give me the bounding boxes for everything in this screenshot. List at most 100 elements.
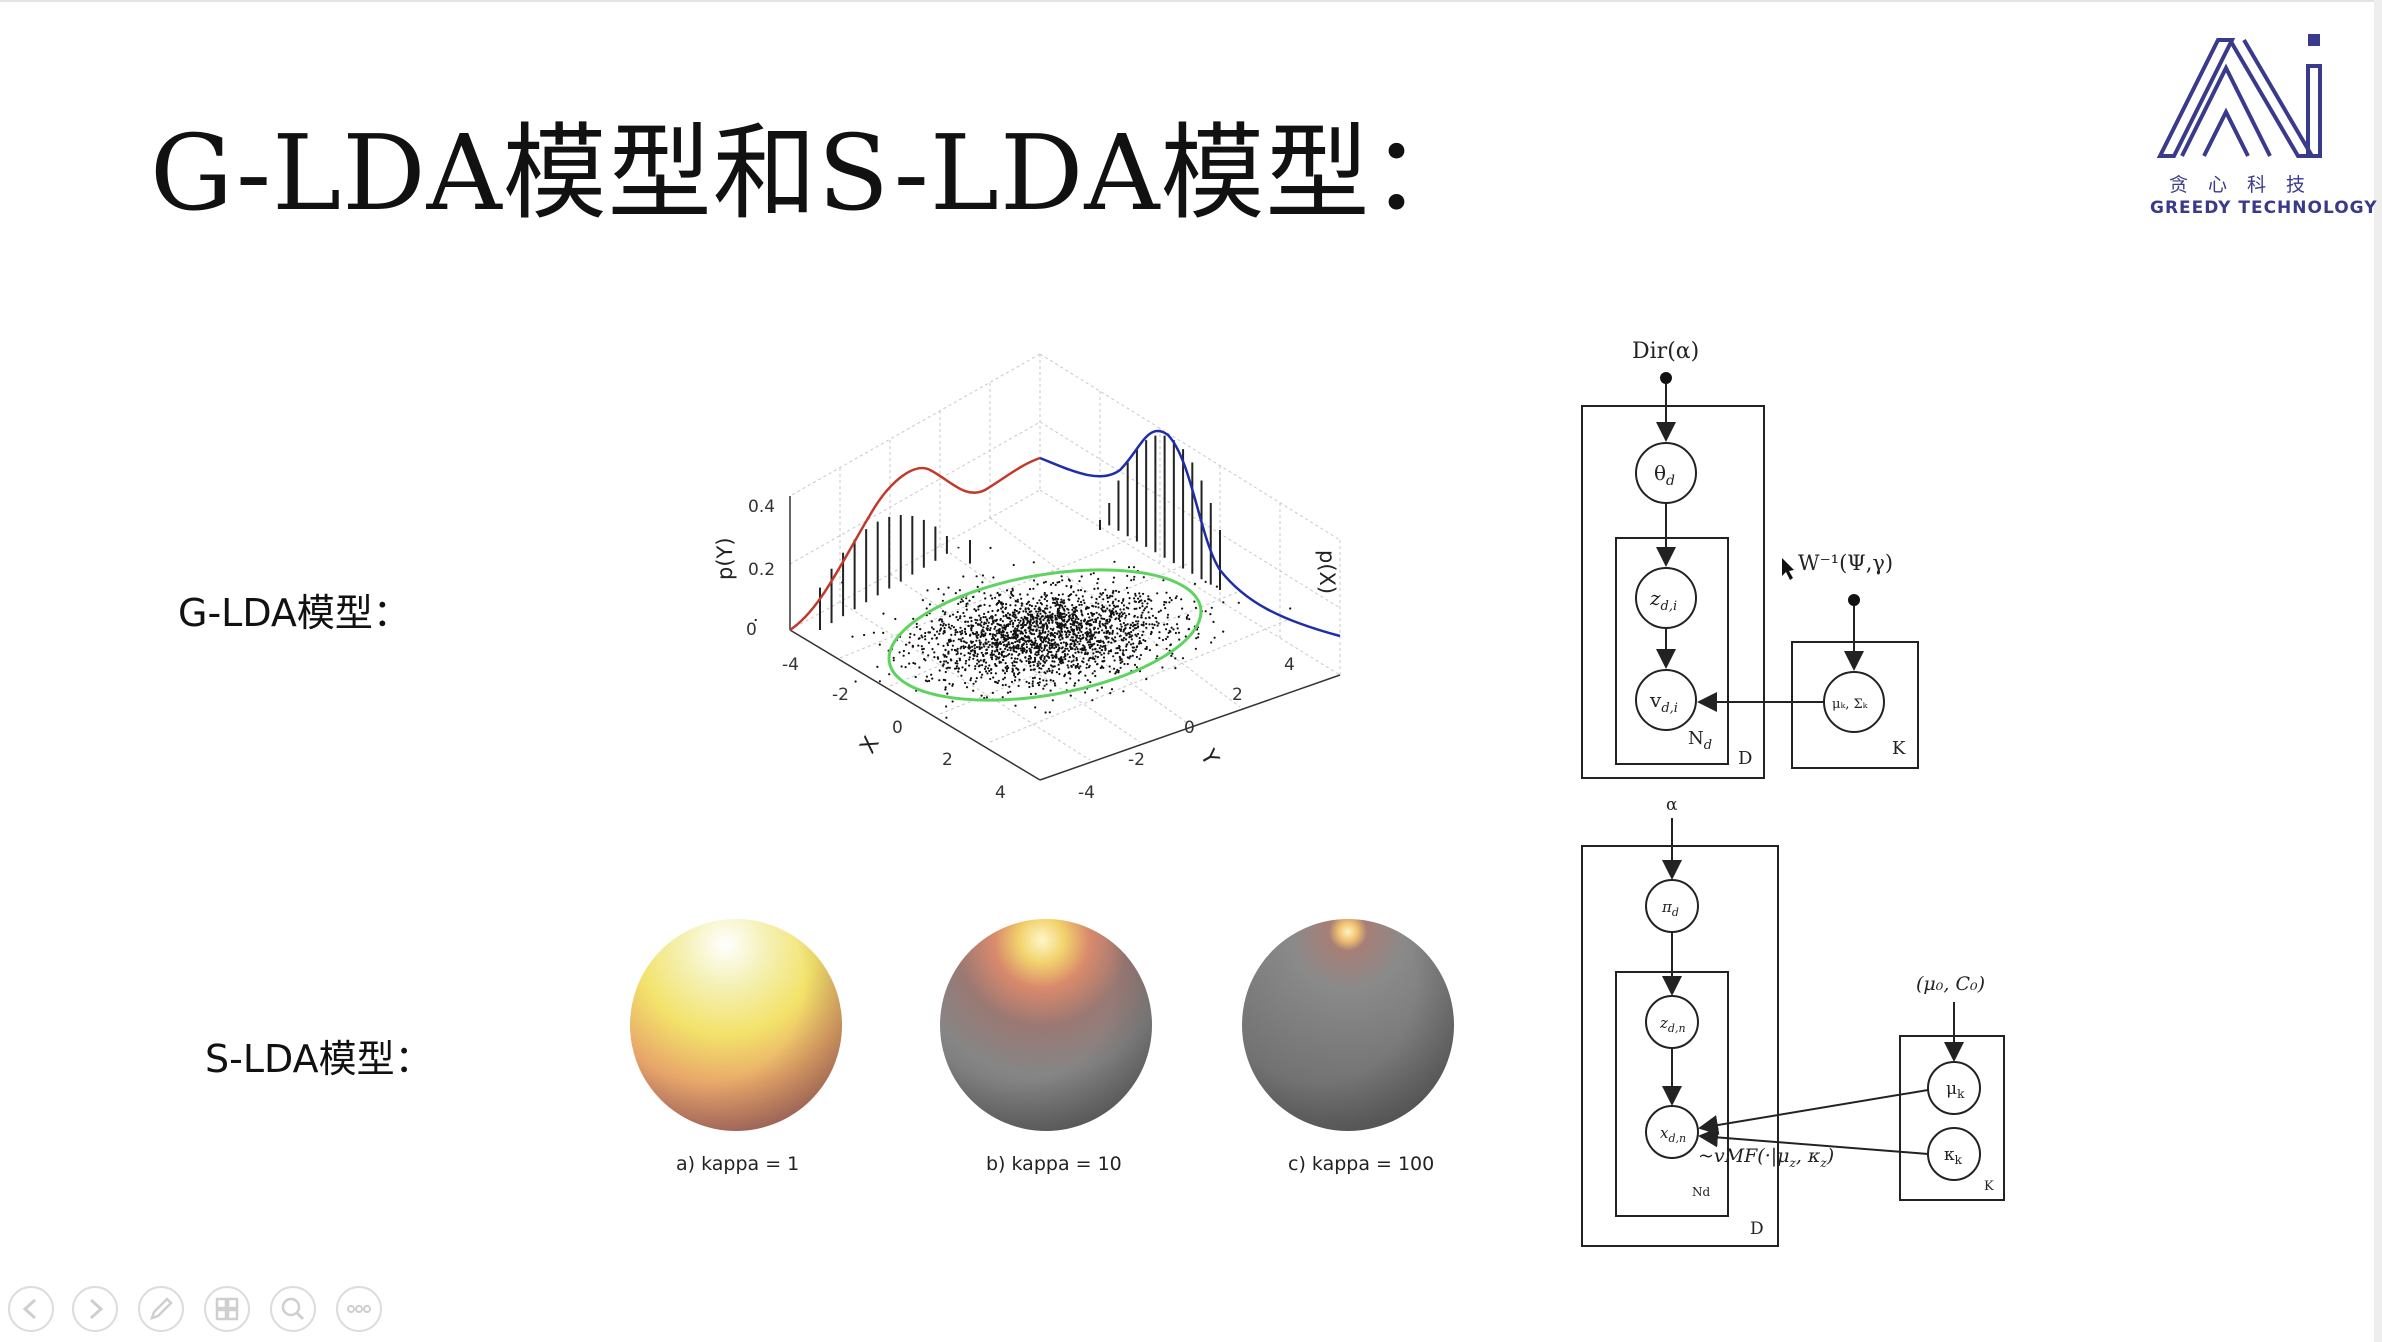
scatter-point	[1020, 604, 1023, 607]
scatter-point	[1134, 594, 1137, 597]
scatter-point	[1125, 648, 1128, 652]
more-options-button[interactable]	[336, 1286, 382, 1332]
scatter-point	[994, 664, 997, 667]
scatter-point	[965, 605, 968, 608]
scatter-point	[1095, 597, 1098, 601]
scatter-point	[1029, 664, 1032, 668]
scatter-point	[1005, 631, 1009, 634]
scatter-point	[925, 675, 928, 678]
scatter-point	[1137, 620, 1140, 623]
scatter-point	[1024, 608, 1027, 611]
hyperparameter-label: (μ₀, C₀)	[1916, 973, 1985, 995]
scatter-point	[1087, 633, 1090, 636]
scatter-point	[1135, 620, 1138, 623]
scatter-point	[938, 669, 941, 672]
scatter-point	[1092, 620, 1095, 624]
scatter-point	[938, 619, 941, 622]
scatter-point	[985, 618, 988, 621]
scatter-point	[992, 637, 995, 640]
glda-graphical-model: Dir(α) θd zd,i vd,i Nd D K W⁻¹(Ψ,γ) μₖ, …	[1581, 339, 1919, 779]
slide-grid-button[interactable]	[204, 1286, 250, 1332]
scatter-point	[1181, 657, 1185, 660]
scatter-point	[1097, 577, 1100, 581]
zoom-button[interactable]	[270, 1286, 316, 1332]
scatter-point	[1134, 592, 1137, 595]
scatter-point	[1016, 598, 1019, 601]
scatter-point	[990, 623, 993, 626]
scatter-point	[952, 613, 955, 616]
scatter-point	[1074, 618, 1077, 621]
scatter-point	[1078, 580, 1081, 583]
scatter-point	[1134, 600, 1137, 603]
scatter-point	[1127, 591, 1130, 594]
scatter-point	[1001, 629, 1004, 632]
pen-icon	[150, 1297, 173, 1320]
scatter-point	[1097, 606, 1100, 609]
scatter-point	[1051, 633, 1054, 636]
scatter-point	[1118, 616, 1121, 619]
scatter-point	[917, 644, 920, 647]
scatter-point	[1078, 642, 1081, 645]
scatter-point	[969, 633, 972, 636]
scatter-point	[1119, 661, 1122, 664]
scatter-point	[1148, 623, 1151, 626]
scatter-point	[907, 652, 910, 655]
scatter-point	[1062, 608, 1065, 611]
scatter-point	[985, 648, 988, 651]
scatter-point	[1142, 576, 1145, 579]
scatter-point	[1029, 668, 1032, 672]
scatter-point	[969, 640, 972, 643]
scatter-point	[1124, 638, 1128, 641]
scatter-point	[1025, 649, 1028, 652]
scatter-point	[1127, 566, 1131, 569]
scatter-point	[1052, 665, 1055, 668]
scatter-point	[1168, 596, 1172, 599]
scatter-point	[992, 576, 995, 579]
scatter-point	[1086, 620, 1090, 623]
scatter-point	[992, 653, 995, 656]
scatter-point	[1043, 661, 1046, 664]
scatter-point	[1066, 653, 1069, 656]
prev-slide-button[interactable]	[8, 1286, 54, 1332]
scatter-point	[987, 667, 990, 670]
scatter-point	[1031, 680, 1034, 683]
scatter-point	[1005, 614, 1008, 617]
scatter-point	[1099, 592, 1102, 595]
scatter-point	[1000, 633, 1003, 636]
scatter-point	[1100, 653, 1103, 656]
scatter-point	[926, 589, 929, 592]
scatter-point	[965, 602, 968, 606]
pen-tool-button[interactable]	[138, 1286, 184, 1332]
scatter-point	[1089, 635, 1092, 638]
scatter-point	[986, 672, 989, 675]
scatter-point	[1040, 595, 1043, 598]
scatter-point	[924, 679, 927, 682]
next-slide-button[interactable]	[72, 1286, 118, 1332]
scatter-point	[961, 629, 964, 632]
scatter-point	[1146, 602, 1149, 605]
scatter-point	[963, 654, 966, 657]
scatter-point	[942, 644, 945, 647]
scatter-point	[1009, 646, 1013, 650]
scatter-point	[1050, 644, 1053, 647]
scatter-point	[1088, 628, 1091, 631]
scatter-point	[1030, 644, 1033, 647]
scatter-point	[1084, 648, 1087, 651]
scatter-point	[1116, 632, 1119, 635]
scatter-point	[1046, 652, 1049, 655]
scatter-point	[1091, 672, 1094, 675]
scatter-point	[939, 627, 943, 630]
scatter-point	[1124, 632, 1127, 635]
scatter-point	[1043, 617, 1046, 620]
scatter-point	[1100, 607, 1103, 610]
scatter-point	[1009, 620, 1012, 623]
scatter-point	[995, 629, 998, 632]
scatter-point	[1085, 663, 1088, 666]
scatter-point	[954, 592, 957, 595]
scatter-point	[918, 666, 921, 669]
sphere-caption-a: a) kappa = 1	[676, 1153, 800, 1175]
scatter-point	[1077, 672, 1080, 675]
scatter-point	[998, 623, 1001, 627]
scatter-point	[1007, 617, 1010, 620]
scatter-point	[1085, 638, 1088, 641]
